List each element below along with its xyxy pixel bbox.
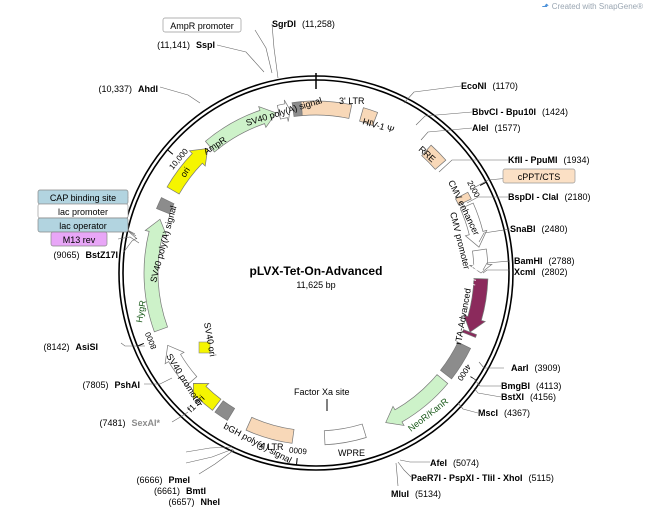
site-snabi[interactable]: SnaBI(2480) (510, 224, 568, 234)
lac-operator-label: lac operator (59, 221, 107, 231)
tick-mark-2000 (479, 181, 487, 186)
site-asisi[interactable]: (8142)AsiSI (43, 342, 98, 352)
feature-ltr3-bottom[interactable] (245, 416, 295, 444)
watermark-text: Created with SnapGene® (551, 2, 643, 11)
feature-cmv-promoter[interactable] (468, 248, 493, 274)
site-pshai[interactable]: (7805)PshAI (82, 380, 140, 390)
label-hiv1-psi: HIV-1 Ψ (361, 116, 395, 135)
tick-mark-8000 (137, 342, 145, 347)
snapgene-watermark: ⬏Created with SnapGene® (542, 2, 643, 11)
site-nhei[interactable]: (6657)NheI (168, 497, 220, 507)
plasmid-size: 11,625 bp (296, 280, 335, 290)
site-bmgbi[interactable]: BmgBI(4113) (501, 381, 561, 391)
m13-rev-label: M13 rev (63, 235, 96, 245)
feature-rtetr[interactable] (463, 278, 489, 333)
sv40-ori-marker (198, 341, 211, 354)
restriction-sites-left: (6657)NheI (6661)BmtI (6666)PmeI (7481)S… (43, 40, 220, 507)
tick-label-6000: 6000 (288, 445, 307, 456)
feature-sv40-promoter[interactable] (164, 344, 198, 387)
site-sspi[interactable]: (11,141)SspI (157, 40, 215, 50)
feature-ampr[interactable] (204, 106, 277, 153)
label-wpre: WPRE (338, 448, 365, 458)
lac-promoter-label: lac promoter (58, 207, 108, 217)
cap-binding-label: CAP binding site (50, 193, 116, 203)
feature-f1-ori[interactable] (193, 383, 222, 411)
ampr-promoter-boxed-label: AmpR promoter (170, 21, 234, 31)
feature-rre[interactable] (421, 144, 447, 170)
feature-hiv1-psi[interactable] (359, 107, 379, 126)
feature-ltr3-top[interactable] (300, 100, 353, 119)
site-xcmi[interactable]: XcmI(2802) (514, 267, 568, 277)
label-3ltr-bottom: 3' LTR (258, 442, 284, 452)
cppt-box (502, 168, 576, 184)
label-rtetr: rTetR (467, 263, 481, 286)
site-bmti[interactable]: (6661)BmtI (154, 486, 206, 496)
snapgene-logo-icon: ⬏ (542, 2, 549, 11)
feature-bgh[interactable] (214, 400, 236, 421)
feature-ori[interactable] (166, 148, 209, 195)
site-ahdi[interactable]: (10,337)AhdI (98, 84, 158, 94)
site-bspdi[interactable]: BspDI - ClaI(2180) (508, 192, 591, 202)
site-bamhi[interactable]: BamHI(2788) (514, 256, 575, 266)
site-kfli[interactable]: KflI - PpuMI(1934) (508, 155, 590, 165)
feature-rta-advanced[interactable] (462, 329, 478, 338)
feature-ampr-promoter[interactable] (276, 99, 291, 122)
tick-mark-6000 (295, 457, 298, 466)
site-msci[interactable]: MscI(4367) (478, 408, 530, 418)
label-factor-xa: Factor Xa site (294, 387, 350, 397)
m13-rev-box (50, 231, 108, 247)
tick-label-8000: 8000 (143, 330, 158, 350)
feature-wpre[interactable] (323, 423, 367, 446)
site-afei[interactable]: AfeI(5074) (430, 458, 479, 468)
site-paer7i[interactable]: PaeR7I - PspXI - TliI - XhoI(5115) (411, 473, 554, 483)
site-bbvci[interactable]: BbvCI - Bpu10I(1424) (472, 107, 568, 117)
feature-hygr[interactable] (143, 218, 168, 333)
site-pmei[interactable]: (6666)PmeI (136, 475, 190, 485)
feature-layer (143, 99, 493, 446)
boxed-labels: AmpR promoter CAP binding site lac promo… (37, 17, 576, 247)
feature-neor[interactable] (385, 374, 449, 426)
feature-cmv-enhancer[interactable] (459, 202, 488, 248)
ampr-promoter-box (162, 17, 242, 33)
site-mlui[interactable]: MluI(5134) (391, 489, 441, 499)
feature-sv40-polya-left[interactable] (156, 197, 175, 215)
site-sgrdi[interactable]: SgrDI(11,258) (272, 19, 335, 29)
site-aari[interactable]: AarI(3909) (511, 363, 561, 373)
site-econi[interactable]: EcoNI(1170) (461, 81, 518, 91)
feature-cppt[interactable] (455, 191, 472, 206)
plasmid-name: pLVX-Tet-On-Advanced (250, 264, 383, 278)
restriction-sites: EcoNI(1170) BbvCI - Bpu10I(1424) AleI(15… (391, 81, 591, 499)
site-alei[interactable]: AleI(1577) (472, 123, 521, 133)
cppt-boxed-label: cPPT/CTS (518, 172, 561, 182)
label-hygr: HygR (134, 299, 148, 323)
site-bstz17i[interactable]: (9065)BstZ17I (53, 250, 118, 260)
feature-ires[interactable] (440, 341, 472, 380)
label-3ltr-top: 3' LTR (339, 96, 365, 106)
tick-mark-10000 (167, 149, 174, 155)
feature-sv40-polya-top[interactable] (291, 101, 303, 117)
site-sexai[interactable]: (7481)SexAI* (99, 418, 160, 428)
site-bstxi[interactable]: BstXI(4156) (501, 392, 556, 402)
label-ori: ori (178, 165, 192, 179)
